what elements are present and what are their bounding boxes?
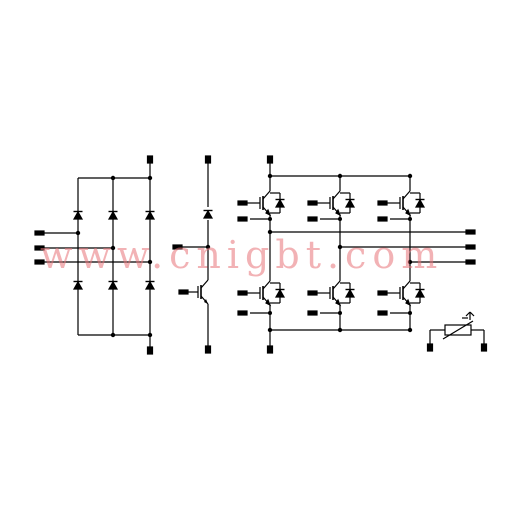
igbt-icon (385, 184, 426, 222)
rectifier-bridge (34, 155, 154, 355)
diode-icon (72, 210, 84, 220)
brake-chopper (172, 155, 214, 354)
thermistor-icon (426, 311, 488, 352)
igbt-icon (315, 274, 356, 312)
watermark-text: www.cnigbt.com (40, 233, 443, 277)
diode-icon (107, 210, 119, 220)
diode-icon (202, 209, 214, 219)
diode-icon (144, 280, 156, 290)
igbt-icon (245, 274, 286, 312)
igbt-icon (385, 274, 426, 312)
inverter-bridge (237, 155, 476, 354)
diode-icon (107, 280, 119, 290)
igbt-icon (315, 184, 356, 222)
diode-icon (72, 280, 84, 290)
diode-icon (144, 210, 156, 220)
igbt-icon (245, 184, 286, 222)
